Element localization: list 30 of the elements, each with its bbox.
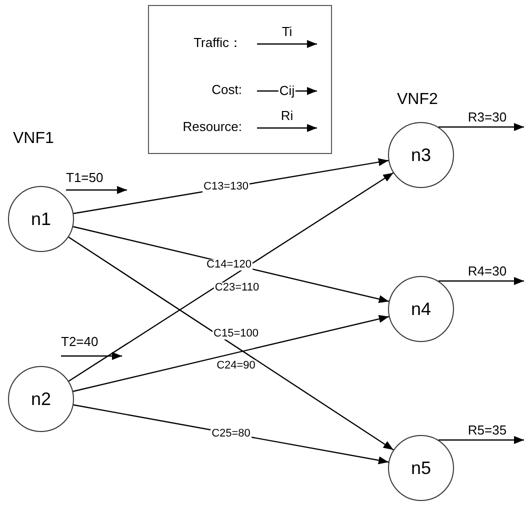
text-label: T1=50: [66, 171, 104, 184]
text-label: VNF1: [13, 131, 54, 147]
node-label: n1: [30, 208, 52, 230]
legend-symbol: Cij: [278, 84, 296, 97]
edge-label: C23=110: [214, 282, 260, 294]
arrow: [68, 172, 394, 382]
legend-symbol: Ti: [282, 25, 292, 38]
legend-label: Cost:: [212, 83, 242, 96]
legend-symbol: Ri: [280, 109, 294, 122]
edge-label: C14=120: [206, 260, 252, 270]
node-label: n2: [30, 388, 52, 410]
edge-label: R5=35: [468, 424, 507, 436]
edge-label: C13=130: [202, 182, 250, 192]
node-label: n5: [410, 456, 432, 480]
edge-label: C15=100: [212, 328, 260, 339]
node-label: n3: [410, 144, 432, 166]
text-label: VNF2: [397, 92, 438, 108]
arrow: [438, 277, 524, 286]
legend-label: Traffic：: [194, 36, 242, 49]
edge-label: R3=30: [468, 110, 507, 124]
arrow: [72, 315, 390, 392]
arrow: [438, 123, 524, 132]
edge-label: C24=90: [216, 360, 256, 372]
node-label: n4: [410, 298, 432, 320]
text-label: T2=40: [61, 335, 98, 348]
edge-label: R4=30: [468, 264, 507, 278]
arrow: [438, 436, 524, 444]
edge-label: C25=80: [210, 428, 252, 439]
arrow: [68, 236, 394, 450]
legend-label: Resource:: [182, 120, 242, 133]
